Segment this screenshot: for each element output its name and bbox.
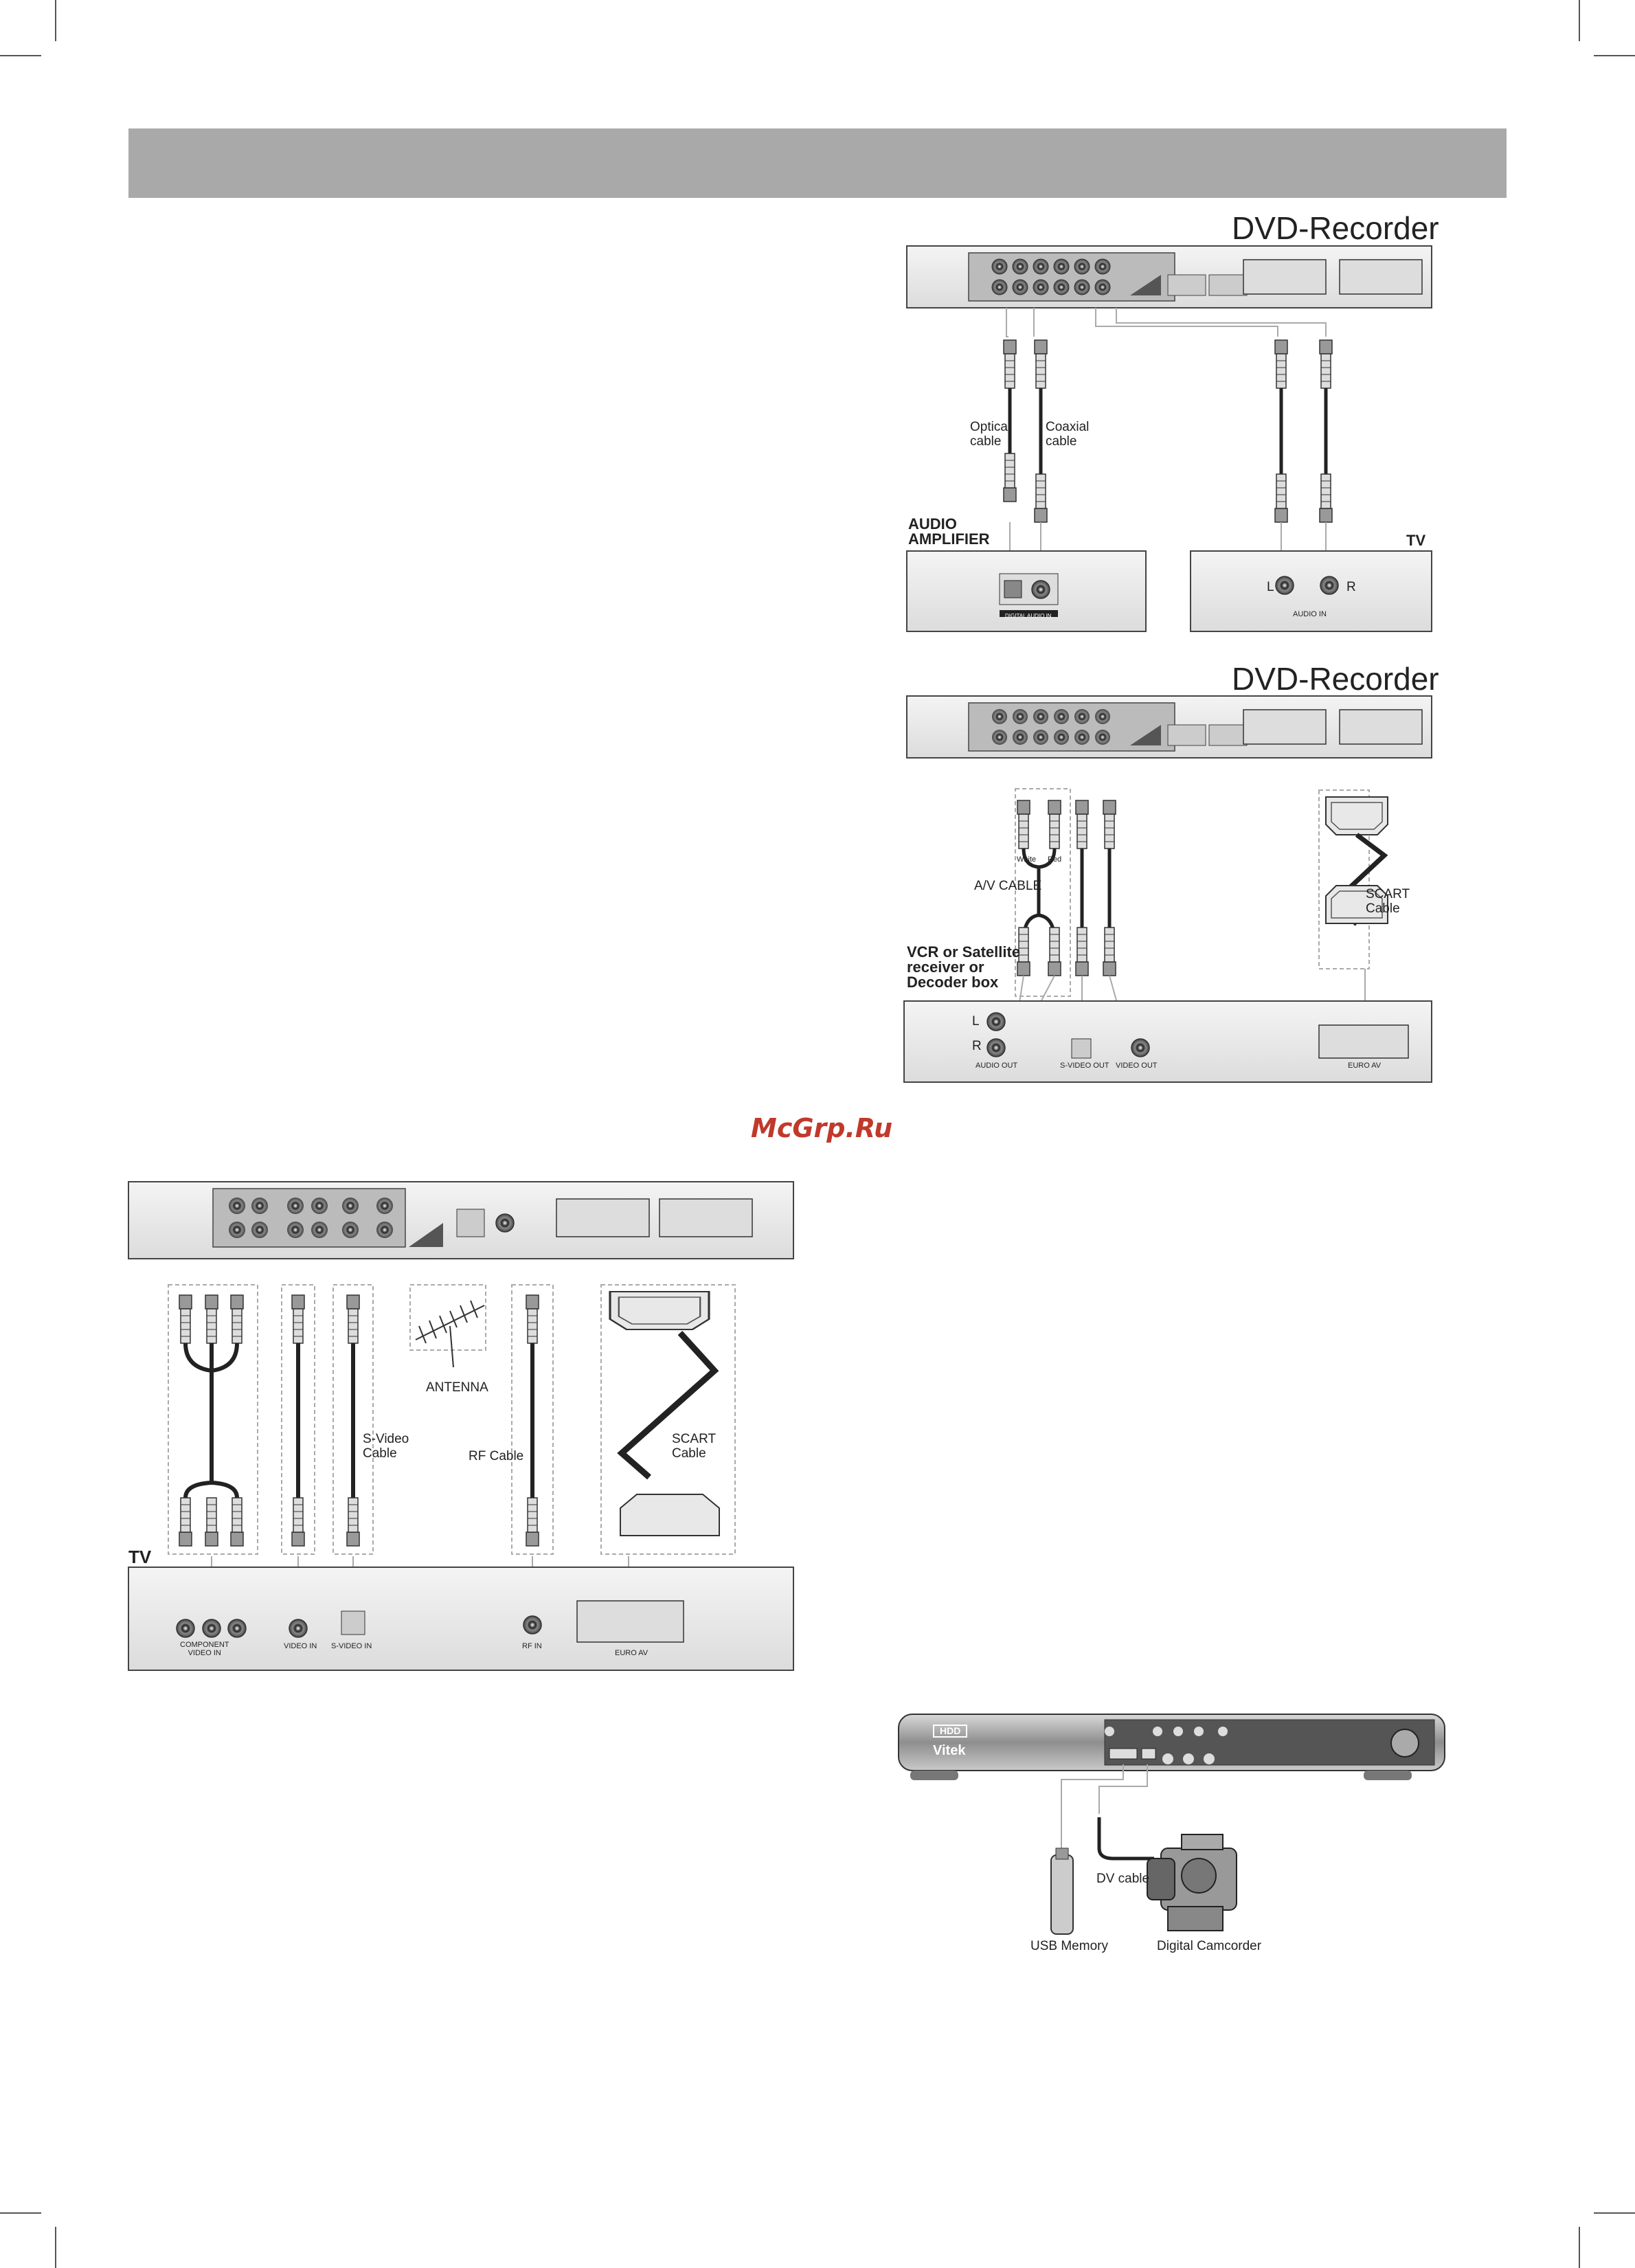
svideo-in-label: S-VIDEO IN [331,1642,372,1650]
crop-mark [55,0,56,41]
audio-in-label: AUDIO IN [1293,610,1327,618]
vcr-right-label: R [972,1039,982,1053]
antenna-label: ANTENNA [426,1380,488,1395]
brand-logo: Vitek [933,1743,966,1758]
white-label: White [1017,855,1037,864]
component-video-in-label: COMPONENT VIDEO IN [180,1641,229,1658]
svideo-cable-label: S-Video Cable [363,1432,409,1461]
section3-drawing [128,1181,794,1671]
audio-out-label: AUDIO OUT [976,1062,1018,1070]
tv-left-label: L [1267,580,1274,594]
digital-audio-in-label: DIGITAL AUDIO IN [1005,613,1052,619]
section1-title: DVD-Recorder [1232,210,1439,246]
tv-label-3: TV [128,1547,152,1567]
red-label: Red [1048,855,1062,864]
av-cable-label: A/V CABLE [974,879,1042,893]
rf-in-label: RF IN [522,1642,542,1650]
euro-av-label-2: EURO AV [1348,1062,1382,1070]
scart-cable-label-3: SCART Cable [672,1432,717,1461]
section1-drawing [906,245,1432,632]
rf-cable-label: RF Cable [469,1449,524,1463]
digital-camcorder-label: Digital Camcorder [1157,1939,1262,1953]
scart-cable-label-2: SCART Cable [1366,887,1410,916]
coaxial-cable-label: Coaxial cable [1046,420,1090,449]
dv-cable-label: DV cable [1096,1872,1150,1886]
crop-mark [1594,55,1635,56]
watermark: McGrp.Ru [751,1113,893,1143]
crop-mark [55,2227,56,2268]
usb-memory-label: USB Memory [1030,1939,1108,1953]
crop-mark [0,2212,41,2214]
section2-title: DVD-Recorder [1232,661,1439,697]
section4-drawing [898,1714,1445,1935]
vcr-label: VCR or Satellite receiver or Decoder box [907,943,1021,991]
tv-label-1: TV [1406,532,1426,549]
optical-cable-label: Optical cable [970,420,1011,449]
video-out-label: VIDEO OUT [1116,1062,1158,1070]
video-in-label: VIDEO IN [284,1642,317,1650]
header-bar [128,128,1507,198]
svideo-out-label: S-VIDEO OUT [1060,1062,1109,1070]
crop-mark [1579,0,1580,41]
vcr-left-label: L [972,1014,980,1029]
crop-mark [1579,2227,1580,2268]
tv-right-label: R [1346,580,1356,594]
section2-drawing [903,695,1432,1083]
crop-mark [0,55,41,56]
crop-mark [1594,2212,1635,2214]
amplifier-label: AUDIO AMPLIFIER [908,515,990,548]
hdd-badge: HDD [933,1725,968,1738]
euro-av-label-3: EURO AV [615,1649,649,1657]
